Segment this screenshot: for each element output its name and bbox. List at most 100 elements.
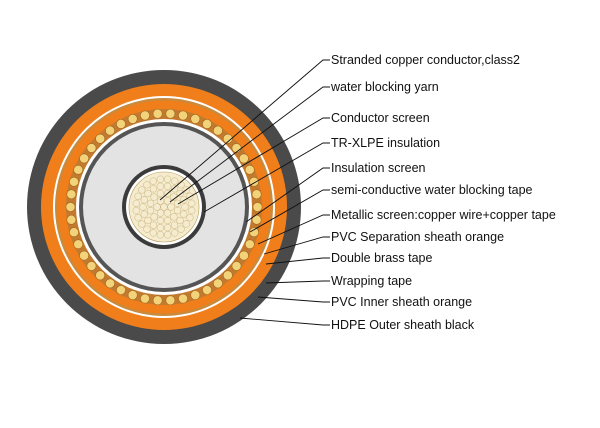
conductor-strand bbox=[149, 221, 158, 229]
conductor-strand bbox=[186, 192, 194, 200]
copper-wire bbox=[69, 227, 79, 238]
conductor-strand bbox=[156, 209, 165, 217]
copper-wire bbox=[140, 293, 150, 304]
copper-wire bbox=[79, 153, 90, 164]
conductor-strand bbox=[149, 229, 157, 237]
conductor-strand bbox=[176, 189, 184, 198]
leader-line-metallic-screen bbox=[257, 214, 330, 245]
conductor-strand bbox=[150, 193, 158, 201]
copper-wire bbox=[231, 261, 242, 271]
conductor-strand bbox=[143, 181, 151, 189]
copper-wire bbox=[213, 278, 223, 289]
label-pvc-inner-sheath: PVC Inner sheath orange bbox=[331, 295, 472, 309]
conductor-strand bbox=[171, 177, 179, 185]
conductor-strand bbox=[144, 216, 152, 225]
conductor-strand bbox=[182, 220, 190, 228]
conductor-strand bbox=[156, 224, 165, 232]
conductor-strand bbox=[163, 189, 172, 198]
copper-wire bbox=[213, 125, 223, 136]
conductor-strand bbox=[163, 175, 172, 183]
cable-cross-section bbox=[27, 70, 301, 344]
conductor-strand bbox=[156, 189, 165, 198]
label-double-brass-tape: Double brass tape bbox=[331, 251, 433, 265]
copper-wire bbox=[231, 143, 242, 153]
copper-wire bbox=[251, 214, 262, 225]
copper-wire bbox=[238, 250, 249, 261]
conductor-strand bbox=[164, 182, 172, 190]
conductor-strand bbox=[186, 214, 194, 222]
label-conductor-screen: Conductor screen bbox=[331, 111, 430, 125]
label-pvc-separation-sheath: PVC Separation sheath orange bbox=[331, 230, 504, 244]
leader-line-conductor bbox=[159, 59, 330, 201]
conductor-strand bbox=[150, 213, 158, 221]
conductor-strand bbox=[170, 185, 179, 193]
conductor-strand bbox=[156, 182, 165, 190]
conductor-strand bbox=[188, 206, 196, 215]
conductor-strand bbox=[144, 189, 152, 198]
conductor-strand bbox=[134, 192, 142, 200]
copper-wire bbox=[73, 239, 84, 250]
copper-wire bbox=[249, 227, 259, 238]
copper-wire bbox=[202, 285, 212, 295]
leader-line-pvc-inner bbox=[257, 296, 330, 303]
conductor-strand bbox=[170, 221, 179, 229]
copper-wire bbox=[105, 278, 115, 289]
leader-line-pvc-separation bbox=[263, 236, 330, 255]
conductor-strand bbox=[149, 185, 158, 193]
leader-line-tr-xlpe bbox=[203, 142, 330, 213]
label-insulation-screen: Insulation screen bbox=[331, 161, 426, 175]
copper-wire bbox=[202, 119, 212, 129]
copper-wire bbox=[66, 214, 77, 225]
label-water-blocking-yarn: water blocking yarn bbox=[330, 80, 439, 94]
copper-wire bbox=[127, 114, 138, 124]
label-semi-conductive-tape: semi-conductive water blocking tape bbox=[331, 183, 533, 197]
copper-wire bbox=[116, 285, 126, 295]
copper-wire bbox=[244, 239, 255, 250]
conductor-strand bbox=[182, 186, 190, 194]
conductor-strand bbox=[149, 177, 157, 185]
conductor-strand bbox=[171, 229, 179, 237]
copper-wire bbox=[178, 293, 188, 304]
conductor-strand bbox=[156, 175, 164, 183]
conductor-strand bbox=[180, 196, 188, 204]
copper-wire bbox=[95, 133, 106, 144]
copper-wire bbox=[222, 133, 233, 144]
conductor-strand bbox=[132, 207, 140, 215]
label-conductor: Stranded copper conductor,class2 bbox=[331, 53, 520, 67]
leader-line-water-blocking-yarn bbox=[169, 86, 330, 203]
leader-line-conductor-screen bbox=[177, 117, 330, 205]
conductor-strand bbox=[153, 203, 161, 211]
conductor-strand bbox=[164, 231, 172, 239]
conductor-strand bbox=[170, 213, 178, 221]
copper-wire bbox=[116, 119, 126, 129]
copper-wire bbox=[105, 125, 115, 136]
conductor-strand bbox=[146, 199, 155, 208]
label-tr-xlpe-insulation: TR-XLPE insulation bbox=[331, 136, 440, 150]
conductor-strand bbox=[181, 203, 189, 211]
copper-wire bbox=[152, 108, 163, 119]
conductor-strand bbox=[177, 225, 185, 233]
conductor-strand bbox=[156, 231, 165, 239]
copper-wire bbox=[152, 295, 163, 306]
conductor-strand bbox=[139, 203, 147, 211]
labels: Stranded copper conductor,class2 water b… bbox=[330, 53, 556, 332]
copper-wire bbox=[252, 202, 263, 212]
label-metallic-screen: Metallic screen:copper wire+copper tape bbox=[331, 208, 556, 222]
copper-wire bbox=[244, 164, 255, 175]
copper-wire bbox=[190, 114, 201, 124]
leader-line-double-brass bbox=[265, 257, 330, 265]
conductor-strand bbox=[180, 210, 188, 218]
conductor-strand bbox=[138, 220, 146, 228]
copper-wire bbox=[127, 290, 138, 300]
conductor-strand bbox=[176, 216, 184, 225]
copper-wire bbox=[140, 110, 150, 121]
conductor-strand bbox=[164, 216, 172, 225]
leader-lines bbox=[159, 59, 330, 326]
conductor-strand bbox=[188, 199, 196, 207]
conductor-strand bbox=[140, 210, 148, 218]
copper-wire bbox=[95, 270, 106, 281]
copper-wire bbox=[165, 108, 176, 119]
label-wrapping-tape: Wrapping tape bbox=[331, 274, 412, 288]
copper-wire bbox=[66, 189, 77, 200]
leader-line-hdpe-outer bbox=[239, 317, 330, 326]
